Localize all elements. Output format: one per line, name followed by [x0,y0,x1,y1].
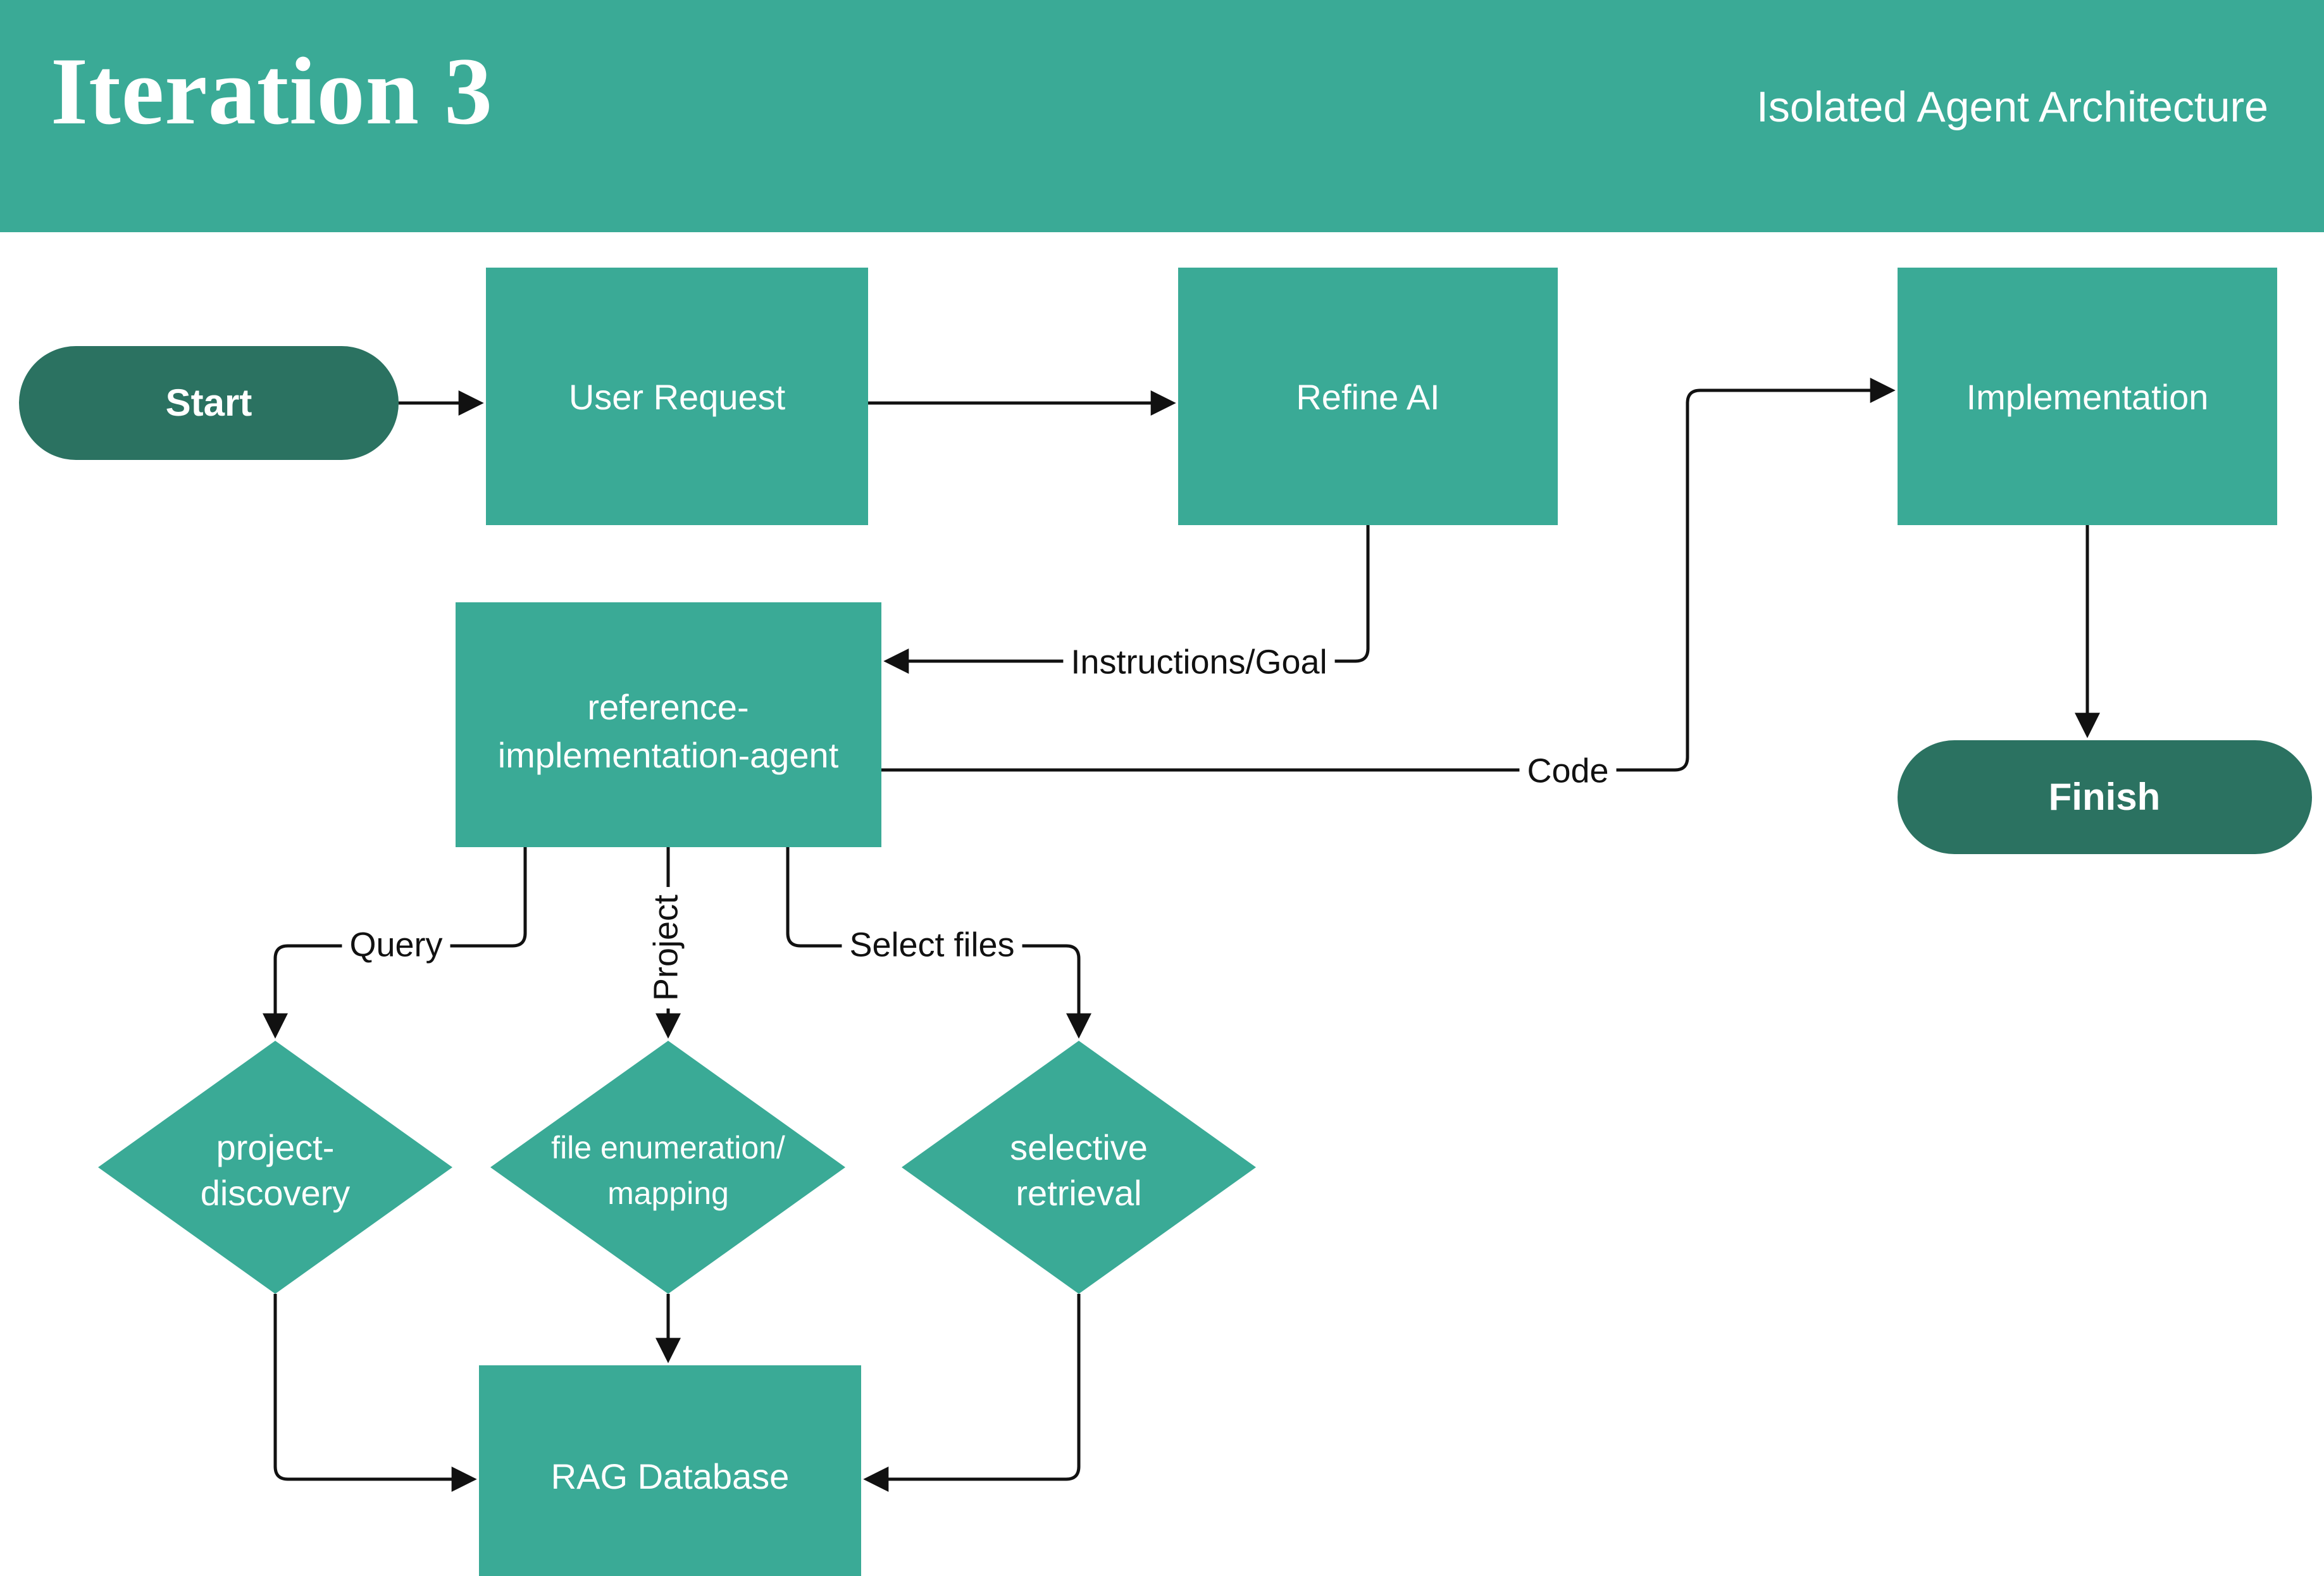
header-band [0,0,2324,232]
edge-project-discovery-to-rag [273,1294,477,1492]
edge-label-project: Project [647,895,685,1001]
edges-layer: Instructions/Goal Code Query Project Sel… [263,378,2100,1492]
node-refine-ai-label: Refine AI [1296,377,1439,417]
node-file-enumeration-label-line2: mapping [607,1176,729,1211]
node-implementation-label: Implementation [1967,377,2209,417]
edge-label-backdrop [644,886,688,1009]
edge-label-select-files: Select files [849,926,1014,964]
node-project-discovery-label-line1: project- [216,1127,335,1167]
node-file-enumeration-label-line1: file enumeration/ [551,1130,785,1165]
node-agent-label-line2: implementation-agent [498,735,839,775]
node-selective-retrieval-label-line2: retrieval [1016,1173,1141,1213]
node-agent-label-line1: reference- [587,687,749,727]
node-rag-database-label: RAG Database [551,1456,790,1496]
node-project-discovery[interactable]: project- discovery [98,1041,452,1294]
node-finish-label: Finish [2049,776,2161,818]
edge-label-query: Query [349,926,442,964]
edge-selective-retrieval-to-rag [863,1294,1081,1492]
edge-agent-to-implementation [881,378,1896,772]
node-reference-implementation-agent[interactable]: reference- implementation-agent [456,602,881,847]
node-start-label: Start [166,382,252,424]
edge-label-backdrop [1063,640,1335,684]
edge-refine-ai-to-agent [883,525,1370,674]
edge-label-backdrop [342,923,451,967]
header-subtitle: Isolated Agent Architecture [1756,83,2268,131]
nodes-layer: Start User Request Refine AI Implementat… [19,268,2312,1576]
node-user-request[interactable]: User Request [486,268,868,525]
page-title: Iteration 3 [51,38,494,144]
edge-label-code: Code [1527,752,1608,790]
edge-label-instructions-goal: Instructions/Goal [1071,643,1327,681]
edge-label-backdrop [842,923,1022,967]
node-start[interactable]: Start [19,346,399,460]
node-user-request-label: User Request [569,377,786,417]
edge-label-backdrop [1519,749,1617,793]
node-refine-ai[interactable]: Refine AI [1178,268,1558,525]
node-finish[interactable]: Finish [1898,740,2312,854]
node-selective-retrieval[interactable]: selective retrieval [902,1041,1256,1294]
node-implementation[interactable]: Implementation [1898,268,2277,525]
node-selective-retrieval-label-line1: selective [1010,1127,1148,1167]
node-rag-database[interactable]: RAG Database [479,1365,861,1576]
node-file-enumeration-mapping[interactable]: file enumeration/ mapping [490,1041,845,1294]
node-project-discovery-label-line2: discovery [201,1173,351,1213]
